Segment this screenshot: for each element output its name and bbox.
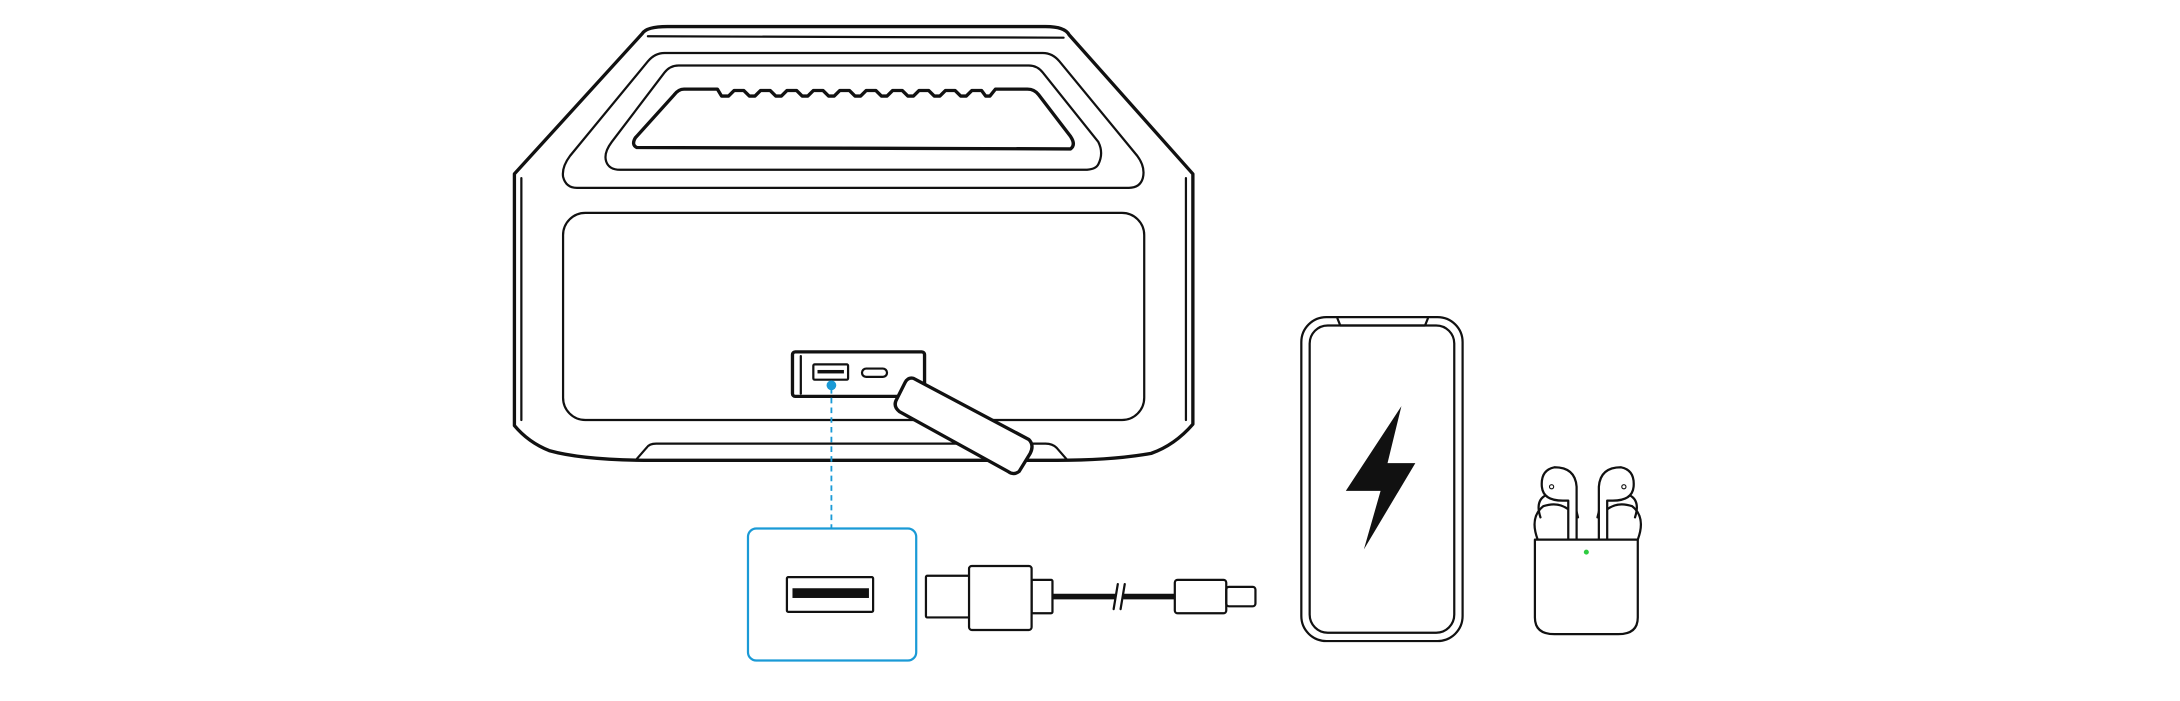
earbud-left [1540, 466, 1578, 541]
usb-highlight [746, 380, 918, 662]
port-indicator-dot [826, 380, 837, 391]
usb-c-plug-body [1173, 578, 1228, 615]
usb-plug-body [967, 564, 1033, 632]
usb-a-plug [924, 574, 972, 619]
earbud-right [1597, 466, 1635, 541]
usb-port-callout-box [746, 527, 918, 662]
phone-notch [1336, 317, 1429, 327]
speaker-top-ridge [646, 35, 1065, 39]
smartphone [1300, 316, 1464, 643]
speaker [512, 24, 1195, 476]
port-panel [790, 350, 927, 399]
lightning-bolt-icon [1345, 406, 1416, 550]
case-body [1533, 538, 1639, 636]
speaker-body [512, 24, 1195, 463]
handle-grip [631, 87, 1075, 151]
port-cover-flap [893, 376, 1034, 476]
speaker-foot [635, 442, 1068, 461]
earbuds-case [1533, 466, 1643, 636]
usb-a-port [812, 363, 850, 381]
status-led [1583, 549, 1589, 555]
handle-outer [561, 51, 1145, 189]
usb-c-plug-tip [1225, 585, 1257, 608]
usb-a-port-enlarged [785, 576, 875, 613]
usb-cable [924, 564, 1257, 632]
handle-inner [604, 64, 1103, 171]
usb-c-port [860, 367, 889, 379]
speaker-front-panel [561, 211, 1146, 422]
